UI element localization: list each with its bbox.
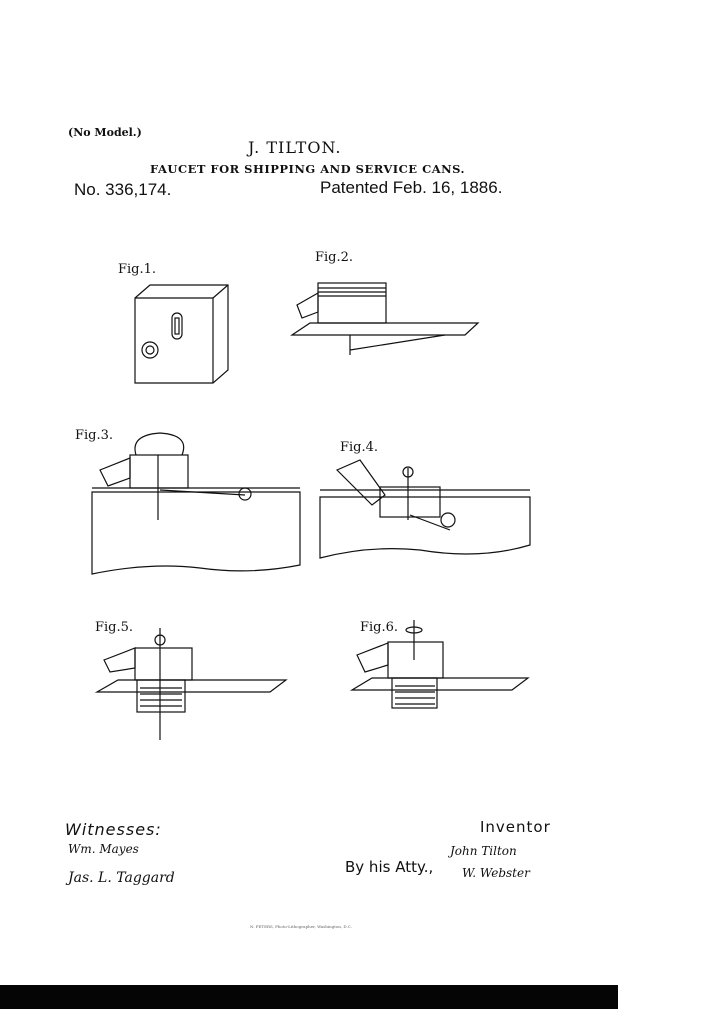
figure-3-drawing: [91, 432, 301, 575]
patent-title: FAUCET FOR SHIPPING AND SERVICE CANS.: [150, 162, 466, 176]
printer-credit: N. PETERS, Photo-Lithographer, Washingto…: [250, 924, 352, 929]
attorney-label: By his Atty.,: [345, 858, 434, 876]
witnesses-label: Witnesses:: [65, 820, 162, 839]
no-model-note: (No Model.): [68, 126, 142, 139]
figure-2-drawing: [290, 282, 480, 355]
figure-4-drawing: [319, 459, 531, 559]
figure-3-label: Fig.3.: [75, 428, 114, 443]
figure-1-label: Fig.1.: [118, 262, 157, 277]
patent-number: No. 336,174.: [74, 180, 172, 199]
figure-5-label: Fig.5.: [95, 620, 134, 635]
inventor-signature: John Tilton: [450, 844, 517, 858]
figure-5-drawing: [94, 628, 288, 740]
figure-2-label: Fig.2.: [315, 250, 354, 265]
inventor-label: Inventor: [480, 818, 551, 836]
witness-1-signature: Wm. Mayes: [68, 842, 139, 856]
patent-date: Patented Feb. 16, 1886.: [320, 178, 503, 197]
witness-2-signature: Jas. L. Taggard: [68, 870, 175, 886]
scan-border-bar: [0, 985, 618, 1009]
figure-6-drawing: [349, 620, 530, 709]
figure-1-box-drawing: [134, 284, 229, 384]
inventor-name: J. TILTON.: [248, 138, 342, 157]
attorney-signature: W. Webster: [462, 866, 530, 880]
figure-4-label: Fig.4.: [340, 440, 379, 455]
figure-6-label: Fig.6.: [360, 620, 399, 635]
